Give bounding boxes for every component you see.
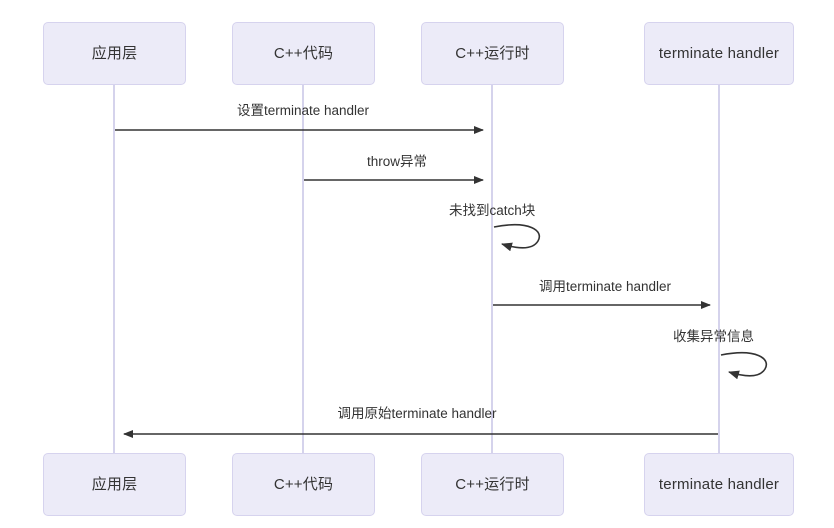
message-label-2: throw异常 xyxy=(366,154,428,169)
message-selfloop-5 xyxy=(720,351,768,380)
participant-box-bottom-cpp[interactable]: C++代码 xyxy=(232,453,375,516)
participant-label: C++运行时 xyxy=(455,475,530,493)
participant-label: terminate handler xyxy=(658,475,780,493)
participant-label: C++运行时 xyxy=(455,44,530,62)
participant-label: 应用层 xyxy=(91,44,138,62)
message-label-6: 调用原始terminate handler xyxy=(337,406,497,421)
lifelines-group xyxy=(113,85,720,453)
participant-box-top-runtime[interactable]: C++运行时 xyxy=(421,22,564,85)
message-label-1: 设置terminate handler xyxy=(236,103,370,118)
participant-label: C++代码 xyxy=(273,475,334,493)
participant-box-bottom-app[interactable]: 应用层 xyxy=(43,453,186,516)
message-label-3: 未找到catch块 xyxy=(449,203,536,218)
message-label-4: 调用terminate handler xyxy=(538,279,672,294)
participant-label: 应用层 xyxy=(91,475,138,493)
participant-box-bottom-handler[interactable]: terminate handler xyxy=(644,453,794,516)
participant-label: C++代码 xyxy=(273,44,334,62)
participant-box-top-cpp[interactable]: C++代码 xyxy=(232,22,375,85)
participant-label: terminate handler xyxy=(658,44,780,62)
message-selfloop-3 xyxy=(493,223,541,252)
participant-box-bottom-runtime[interactable]: C++运行时 xyxy=(421,453,564,516)
participant-box-top-app[interactable]: 应用层 xyxy=(43,22,186,85)
message-label-5: 收集异常信息 xyxy=(673,329,754,344)
participant-box-top-handler[interactable]: terminate handler xyxy=(644,22,794,85)
messages-group xyxy=(115,126,768,438)
